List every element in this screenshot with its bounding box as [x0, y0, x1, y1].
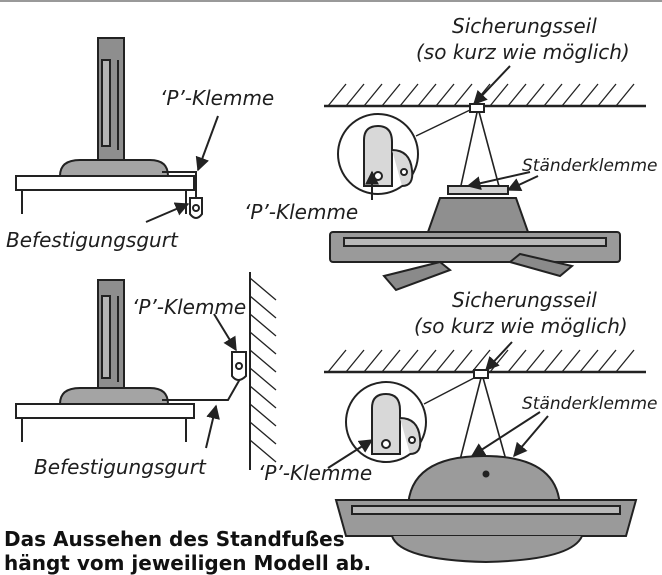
wall-hatching: [249, 277, 277, 463]
label-safety-cord-1-note: (so kurz wie möglich): [416, 40, 630, 64]
ceiling-hatching-1: [327, 83, 635, 107]
label-safety-cord-1: Sicherungsseil: [452, 14, 597, 38]
safety-cord-2: [459, 373, 507, 461]
label-p-clip-2: ‘P’-Klemme: [132, 295, 247, 319]
caption-line-1: Das Aussehen des Standfußes: [4, 527, 345, 551]
stand-body-1: [426, 197, 530, 233]
caption-line-2: hängt vom jeweiligen Modell ab.: [4, 551, 372, 575]
stand-neck-1: [447, 185, 509, 195]
label-stand-clamp-1: Ständerklemme: [522, 156, 658, 176]
label-strap-1: Befestigungsgurt: [6, 228, 178, 252]
tv-stand-base-2: [58, 387, 170, 405]
panel-ceiling-cord-2: [324, 341, 646, 564]
label-p-clip-4: ‘P’-Klemme: [258, 461, 373, 485]
stand-leg-right-1: [507, 252, 575, 278]
strap-line-2: [162, 371, 245, 401]
label-safety-cord-2-note: (so kurz wie möglich): [414, 314, 628, 338]
label-p-clip-3: ‘P’-Klemme: [244, 200, 359, 224]
panel-ceiling-cord-1: [324, 65, 646, 292]
shelf-1: [15, 175, 195, 191]
safety-cord-1: [459, 107, 501, 191]
p-clip-small-2: [231, 351, 247, 381]
ceiling-hatching-2: [327, 349, 635, 373]
shelf-2: [15, 403, 195, 419]
label-strap-2: Befestigungsgurt: [34, 455, 206, 479]
panel-wall-clip: [15, 272, 277, 470]
label-p-clip-1: ‘P’-Klemme: [160, 86, 275, 110]
tv-stand-base-1: [58, 159, 170, 177]
stand-leg-left-1: [382, 260, 453, 292]
p-clip-zoom-2: [371, 392, 401, 455]
label-stand-clamp-2: Ständerklemme: [522, 394, 658, 414]
strap-line-1: [162, 171, 197, 202]
p-clip-small-1: [189, 197, 203, 219]
panel-furniture-clip: [15, 37, 219, 223]
stand-base-2: [391, 535, 583, 564]
label-safety-cord-2: Sicherungsseil: [452, 288, 597, 312]
